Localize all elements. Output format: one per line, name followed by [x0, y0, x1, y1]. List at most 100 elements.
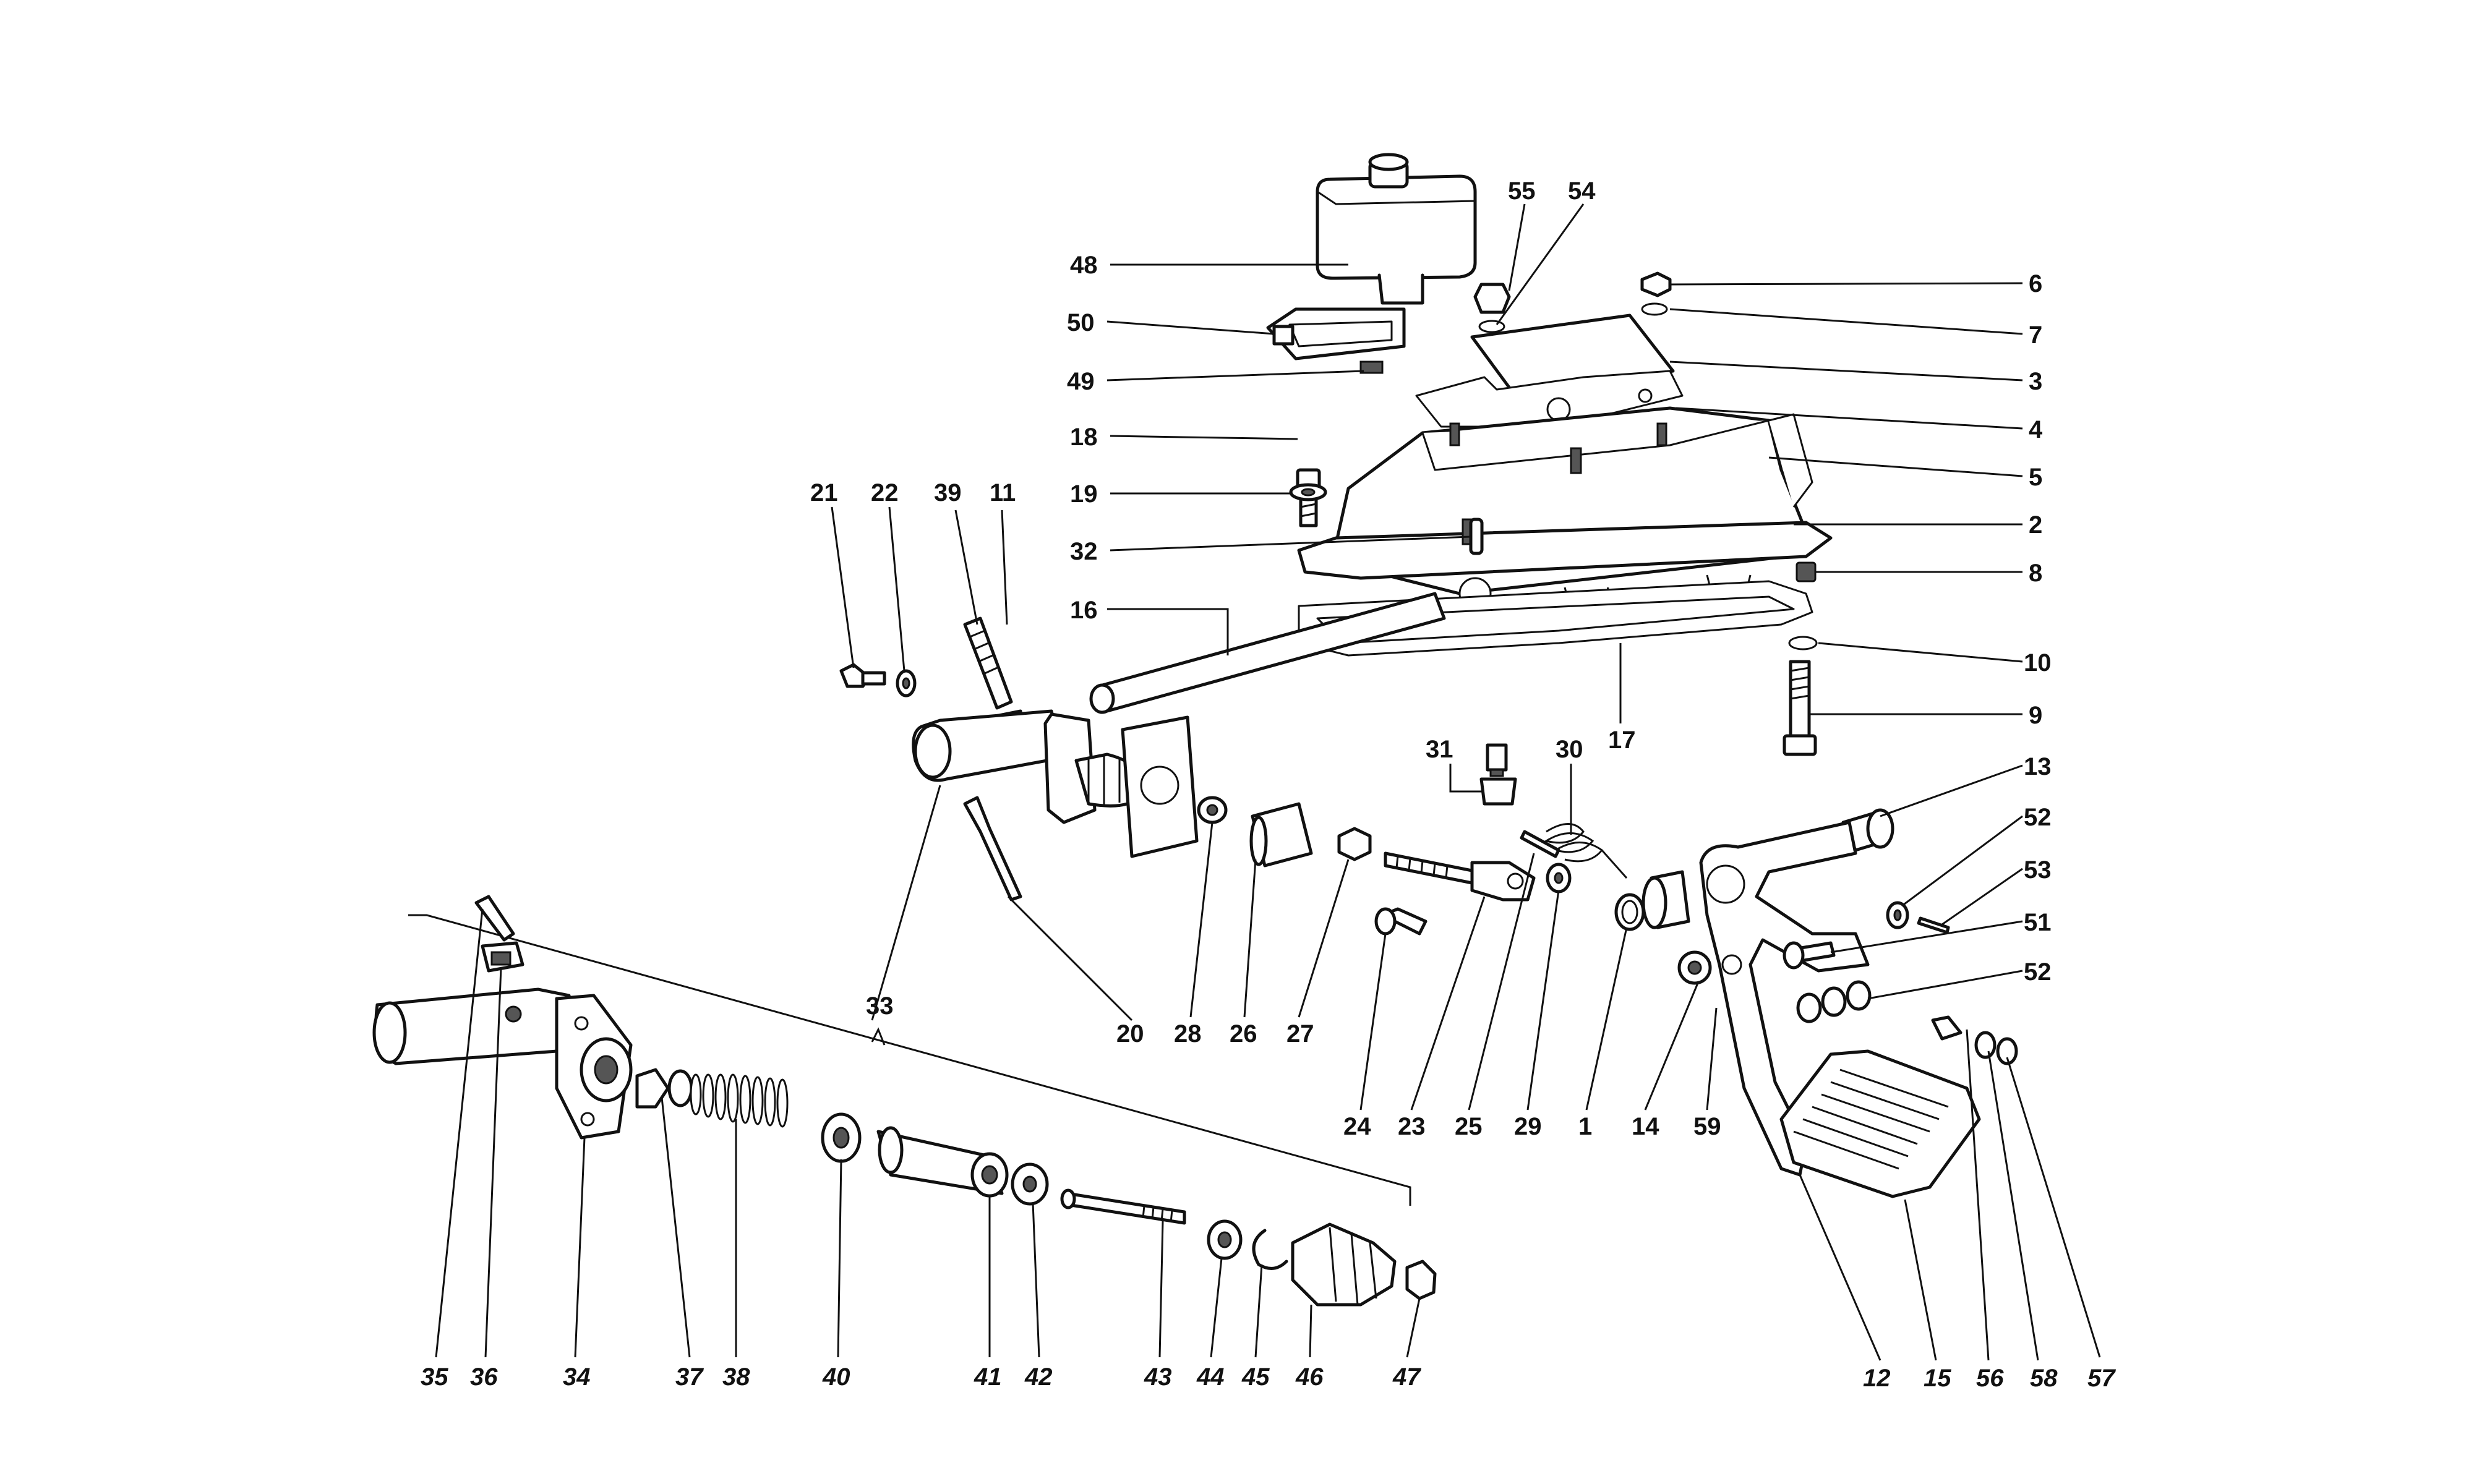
spring-anchor-part	[1479, 743, 1517, 806]
clevis-pin-part	[1374, 907, 1427, 936]
callout-35: 35	[421, 1363, 448, 1391]
small-washer-part	[896, 669, 917, 697]
split-pin-part	[1917, 916, 1950, 934]
callout-38: 38	[722, 1363, 750, 1391]
pivot-bush-part	[1677, 950, 1712, 985]
callout-48: 48	[1070, 252, 1098, 279]
washer-part	[1788, 636, 1818, 650]
callout-17: 17	[1608, 727, 1636, 754]
callout-8: 8	[2029, 560, 2042, 587]
clutch-pedal-arm-part	[1699, 821, 1981, 1198]
callout-49: 49	[1067, 368, 1095, 395]
callout-41: 41	[974, 1363, 1002, 1391]
pin-part	[1469, 518, 1484, 555]
callout-4: 4	[2029, 416, 2043, 443]
locknut-part	[1197, 796, 1228, 824]
cover-plate-part	[1415, 313, 1684, 428]
callout-11: 11	[990, 479, 1016, 506]
callout-6: 6	[2029, 270, 2042, 297]
callout-57: 57	[2087, 1365, 2116, 1392]
callout-56: 56	[1976, 1365, 2004, 1392]
seal-40-part	[821, 1112, 862, 1163]
callout-23: 23	[1398, 1113, 1426, 1140]
callout-34: 34	[563, 1363, 591, 1391]
callout-28: 28	[1174, 1020, 1202, 1047]
pedal-shaft-part	[1089, 592, 1446, 714]
callout-46: 46	[1295, 1363, 1324, 1391]
callout-50: 50	[1067, 309, 1095, 336]
circlip-part	[1614, 893, 1645, 931]
washer-44-part	[1207, 1219, 1243, 1260]
callout-22: 22	[871, 479, 899, 506]
washer-19-part	[1289, 483, 1327, 501]
mounting-plate-part	[1121, 715, 1199, 858]
callout-5: 5	[2029, 464, 2042, 491]
callout-26: 26	[1230, 1020, 1257, 1047]
adjuster-bolt-part	[1931, 1015, 1963, 1041]
circlip-45-part	[1252, 1229, 1288, 1270]
plug-part	[1796, 561, 1817, 582]
master-cylinder-part	[912, 709, 1183, 824]
hose-part	[963, 616, 1013, 710]
bushing-part	[1641, 870, 1690, 929]
callout-42: 42	[1024, 1363, 1053, 1391]
callout-45: 45	[1241, 1363, 1270, 1391]
pedal-box-housing-part	[1297, 406, 1833, 613]
callout-44: 44	[1196, 1363, 1225, 1391]
union-nut-part	[1473, 283, 1511, 333]
bleed-screw-part	[963, 796, 1022, 902]
callout-1: 1	[1578, 1113, 1592, 1140]
pedal-spacer-part	[1796, 980, 1872, 1023]
return-spring-part	[1544, 823, 1628, 879]
callout-53: 53	[2024, 856, 2052, 884]
callout-13: 13	[2024, 753, 2052, 780]
callout-39: 39	[934, 479, 962, 506]
pedal-washer-part	[1886, 901, 1909, 929]
piston-spring-part	[690, 1073, 789, 1128]
bleed-nipple-part	[474, 895, 524, 973]
callout-47: 47	[1392, 1363, 1421, 1391]
callout-27: 27	[1286, 1020, 1314, 1047]
cylinder-body-part	[372, 987, 633, 1140]
callout-29: 29	[1514, 1113, 1542, 1140]
callout-37: 37	[675, 1363, 704, 1391]
fluid-reservoir-part	[1316, 153, 1477, 305]
callout-labels: 48 55 54 50 49 18 19 32 16 6 7 3 4 5 2 8…	[421, 177, 2116, 1392]
callout-12: 12	[1863, 1365, 1891, 1392]
callout-24: 24	[1343, 1113, 1371, 1140]
callout-7: 7	[2029, 322, 2042, 349]
callout-14: 14	[1632, 1113, 1659, 1140]
callout-55: 55	[1508, 177, 1536, 205]
callout-30: 30	[1556, 736, 1583, 763]
callout-18: 18	[1070, 424, 1098, 451]
callout-32: 32	[1070, 538, 1098, 565]
cotter-pin-part	[1520, 830, 1560, 858]
callout-52b: 52	[2024, 958, 2052, 986]
coupling-sleeve-part	[1249, 802, 1313, 868]
callout-15: 15	[1924, 1365, 1951, 1392]
callout-21: 21	[810, 479, 838, 506]
boot-46-part	[1291, 1222, 1397, 1307]
callout-3: 3	[2029, 368, 2042, 395]
callout-19: 19	[1070, 480, 1098, 508]
clevis-rod-part	[1384, 851, 1536, 902]
seal-42-part	[1011, 1162, 1049, 1206]
washer-29-part	[1546, 863, 1572, 893]
piston-41-part	[876, 1126, 1009, 1198]
callout-40: 40	[822, 1363, 850, 1391]
callout-59: 59	[1693, 1113, 1721, 1140]
pedal-stop-bolt-part	[1783, 941, 1836, 970]
leader-lines	[435, 203, 2101, 1361]
callout-52a: 52	[2024, 804, 2052, 831]
callout-16: 16	[1070, 597, 1098, 624]
spring-seat-part	[635, 1068, 693, 1109]
adjuster-washer-part	[1974, 1031, 2018, 1065]
callout-2: 2	[2029, 511, 2042, 539]
callout-10: 10	[2024, 649, 2052, 676]
callout-31: 31	[1426, 736, 1453, 763]
callout-54: 54	[1568, 177, 1596, 205]
callout-20: 20	[1116, 1020, 1144, 1047]
nut-47-part	[1405, 1260, 1437, 1300]
push-rod-43-part	[1060, 1188, 1186, 1225]
callout-9: 9	[2029, 702, 2042, 729]
